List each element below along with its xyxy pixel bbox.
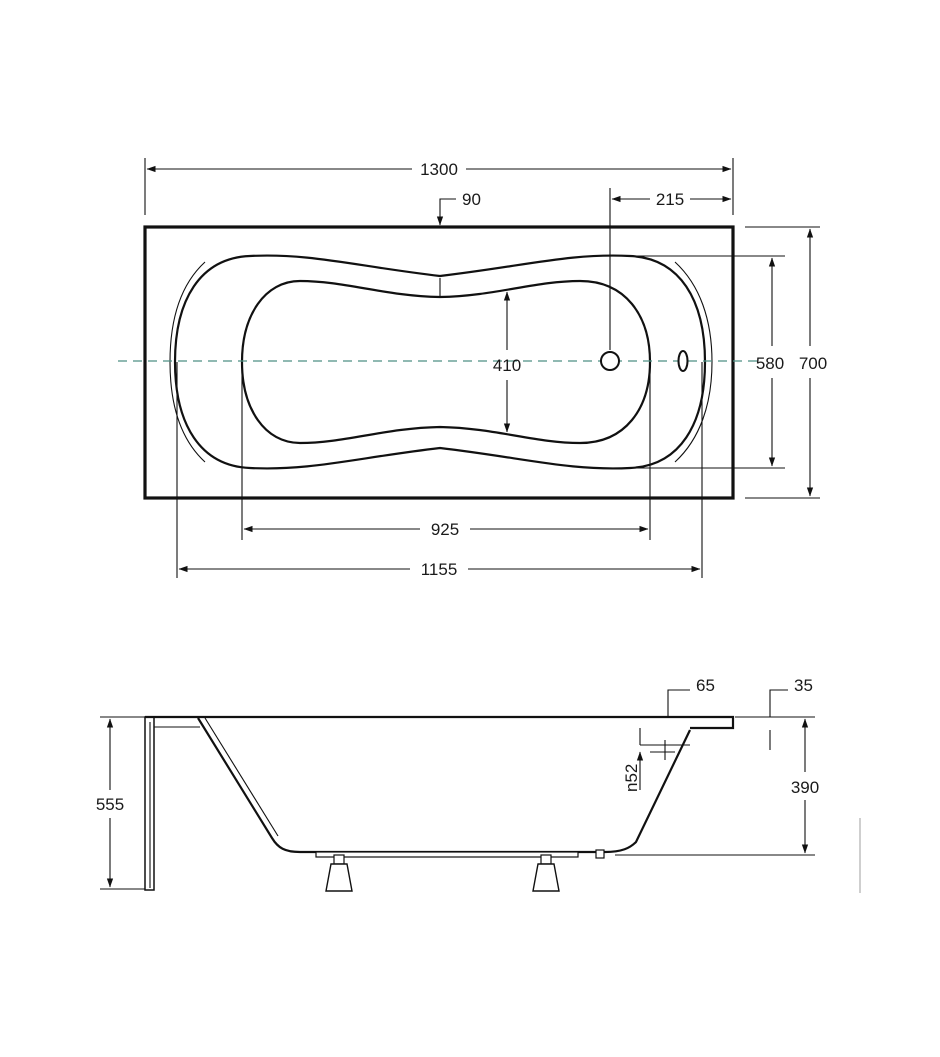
- tub-bottom-outline: [240, 279, 652, 445]
- dim-rim-width: 90: [462, 190, 481, 209]
- base-rail: [315, 851, 579, 858]
- dim-total-height: 555: [96, 795, 124, 814]
- dim-overall-length: 1300: [420, 160, 458, 179]
- dim-rim-thickness: 35: [794, 676, 813, 695]
- dim-inner-length: 1155: [421, 560, 458, 579]
- dim-inner-width: 580: [756, 354, 784, 373]
- dim-bottom-length: 925: [431, 520, 459, 539]
- tub-outer-rim: [143, 225, 735, 500]
- tub-rim-profile: [145, 715, 735, 730]
- foot-right: [532, 854, 560, 892]
- tub-rim-edge-left: [169, 261, 206, 463]
- dim-bottom-width: 410: [493, 356, 521, 375]
- drain-icon: [600, 351, 620, 371]
- dim-rim-step: 65: [696, 676, 715, 695]
- top-view: 1300 90 215 700 580 410 925: [118, 158, 827, 579]
- dim-depth: 390: [791, 778, 819, 797]
- overflow-label: n52: [622, 764, 641, 792]
- foot-left: [325, 854, 353, 892]
- tub-basin-profile: [197, 717, 691, 854]
- dim-drain-offset: 215: [656, 190, 684, 209]
- side-view: n52 65 35 390 555: [96, 676, 861, 893]
- dim-overall-width: 700: [799, 354, 827, 373]
- overflow-icon: [677, 350, 689, 372]
- tub-rim-edge-right: [674, 261, 713, 463]
